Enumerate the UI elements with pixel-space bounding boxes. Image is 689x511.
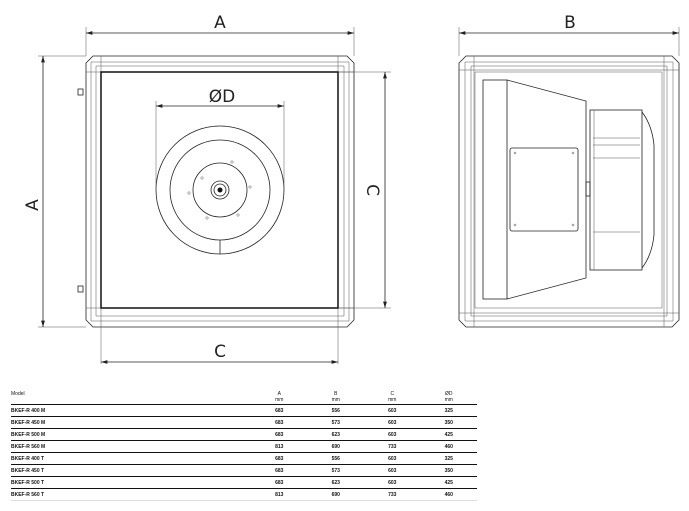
header-label: B [334, 391, 338, 397]
value-cell: 603 [364, 452, 421, 465]
model-cell: BKEF-R 560 M [11, 440, 251, 453]
header-unit: mm [331, 397, 340, 403]
value-cell: 556 [307, 404, 364, 417]
value-cell: 460 [420, 488, 477, 501]
value-cell: 813 [251, 440, 308, 453]
value-cell: 733 [364, 488, 421, 501]
header-unit: mm [275, 397, 284, 403]
value-cell: 683 [251, 452, 308, 465]
impeller [155, 125, 285, 255]
side-view: B [458, 13, 680, 328]
value-cell: 573 [307, 416, 364, 429]
technical-drawing: A A C C ØD B [23, 13, 680, 364]
dimension-label-d: ØD [209, 87, 235, 107]
front-view: A A C C ØD [23, 13, 391, 364]
terminal-box [509, 147, 579, 232]
model-cell: BKEF-R 500 T [11, 476, 251, 489]
header-unit: mm [388, 397, 397, 403]
model-cell: BKEF-R 450 T [11, 464, 251, 477]
header-label: A [277, 391, 281, 397]
model-cell: BKEF-R 560 T [11, 488, 251, 501]
header-label: C [390, 391, 395, 397]
dimension-label-a: A [214, 13, 226, 33]
value-cell: 603 [364, 404, 421, 417]
dimension-label-b: B [564, 13, 576, 33]
fan-wheel [589, 109, 655, 271]
value-cell: 733 [364, 440, 421, 453]
model-cell: BKEF-R 400 T [11, 452, 251, 465]
value-cell: 350 [420, 416, 477, 429]
value-cell: 603 [364, 416, 421, 429]
dimension-label-c-vertical: C [362, 184, 382, 196]
value-cell: 683 [251, 416, 308, 429]
hinge-icon [77, 88, 84, 96]
value-cell: 603 [364, 464, 421, 477]
value-cell: 813 [251, 488, 308, 501]
header-label: Model [11, 391, 25, 397]
value-cell: 556 [307, 452, 364, 465]
value-cell: 325 [420, 452, 477, 465]
value-cell: 690 [307, 488, 364, 501]
dimension-label-a-vertical: A [23, 199, 43, 211]
value-cell: 325 [420, 404, 477, 417]
value-cell: 690 [307, 440, 364, 453]
value-cell: 623 [307, 476, 364, 489]
value-cell: 683 [251, 464, 308, 477]
value-cell: 683 [251, 476, 308, 489]
model-cell: BKEF-R 500 M [11, 428, 251, 441]
value-cell: 603 [364, 428, 421, 441]
hinge-icon [77, 285, 84, 293]
value-cell: 573 [307, 464, 364, 477]
dimension-label-c: C [214, 342, 226, 362]
value-cell: 623 [307, 428, 364, 441]
value-cell: 603 [364, 476, 421, 489]
value-cell: 350 [420, 464, 477, 477]
header-label: ØD [445, 391, 453, 397]
value-cell: 683 [251, 404, 308, 417]
column-header-model: Model [11, 391, 251, 405]
model-cell: BKEF-R 450 M [11, 416, 251, 429]
header-unit: mm [444, 397, 453, 403]
value-cell: 425 [420, 476, 477, 489]
model-cell: BKEF-R 400 M [11, 404, 251, 417]
value-cell: 683 [251, 428, 308, 441]
value-cell: 425 [420, 428, 477, 441]
value-cell: 460 [420, 440, 477, 453]
